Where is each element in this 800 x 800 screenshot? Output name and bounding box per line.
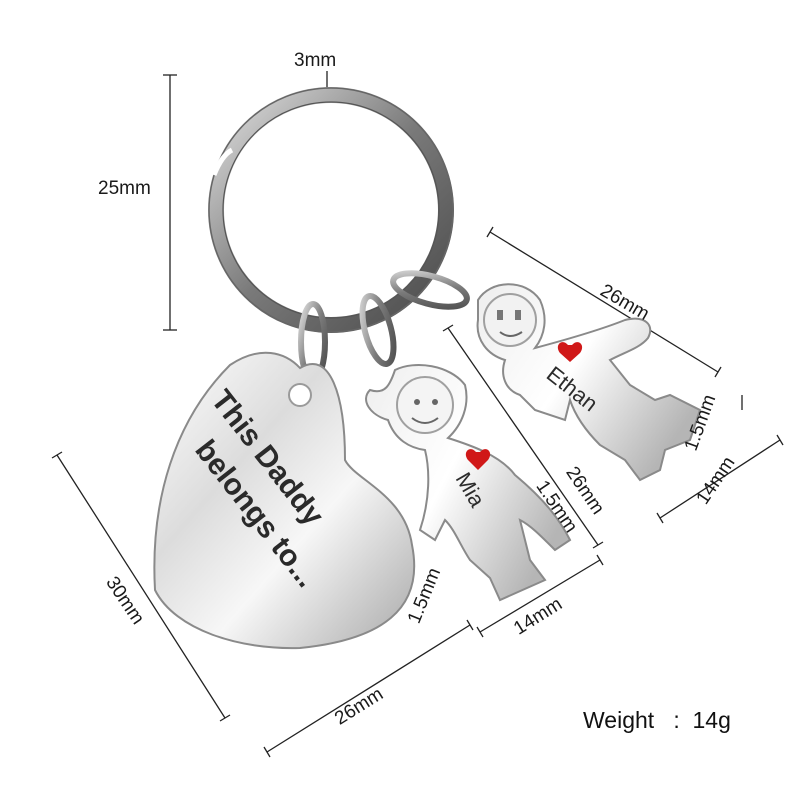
girl-heart-icon <box>465 449 491 470</box>
girl-charm: Mia <box>365 364 572 602</box>
weight-separator: : <box>660 707 687 733</box>
heart-tag: This Daddy belongs to... <box>153 351 416 650</box>
weight-value: 14g <box>692 707 731 733</box>
ring-diameter-dimension: 25mm <box>98 178 151 199</box>
dimension-lines <box>51 71 784 758</box>
weight-label: Weight <box>583 707 655 733</box>
boy-heart-icon <box>557 342 583 362</box>
ring-wire-dimension: 3mm <box>294 50 337 71</box>
boy-charm: Ethan <box>476 283 702 482</box>
weight-spec: Weight : 14g <box>583 707 731 734</box>
jump-rings <box>298 270 470 383</box>
key-ring <box>208 87 454 333</box>
